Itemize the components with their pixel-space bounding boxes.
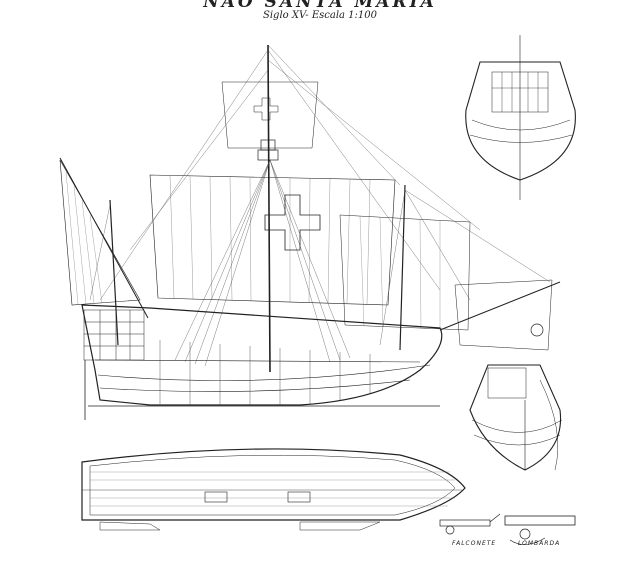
stern-view (465, 35, 576, 200)
bow-view (469, 364, 563, 471)
main-sail-cloths (169, 175, 371, 305)
stern-castle (83, 309, 145, 361)
lateen-sail (59, 159, 141, 306)
spritsail (454, 279, 553, 351)
cross-emblem (264, 194, 321, 251)
falconete-gun (439, 513, 501, 535)
lombarda-gun (504, 515, 576, 545)
main-topsail (221, 81, 319, 149)
hatch (204, 491, 228, 503)
hull-side (81, 304, 443, 406)
main-sail (149, 174, 396, 306)
fore-sail (339, 214, 471, 331)
deck-planks (90, 471, 455, 507)
hull-frames (159, 340, 371, 405)
side-elevation (59, 44, 561, 420)
main-mast (267, 44, 271, 373)
drawing-subtitle: Siglo XV- Escala 1:100 (263, 10, 377, 21)
lombarda-label: LOMBARDA (518, 540, 561, 547)
fore-mast (399, 184, 406, 351)
falconete-label: FALCONETE (452, 540, 497, 547)
deck-plan-view (81, 448, 466, 531)
bowsprit (439, 281, 561, 331)
drawing-title: NAO SANTA MARIA (203, 0, 437, 12)
mizzen-mast (109, 199, 119, 346)
hatch (287, 491, 311, 503)
rigging (89, 44, 551, 367)
deck-outline (81, 448, 466, 521)
